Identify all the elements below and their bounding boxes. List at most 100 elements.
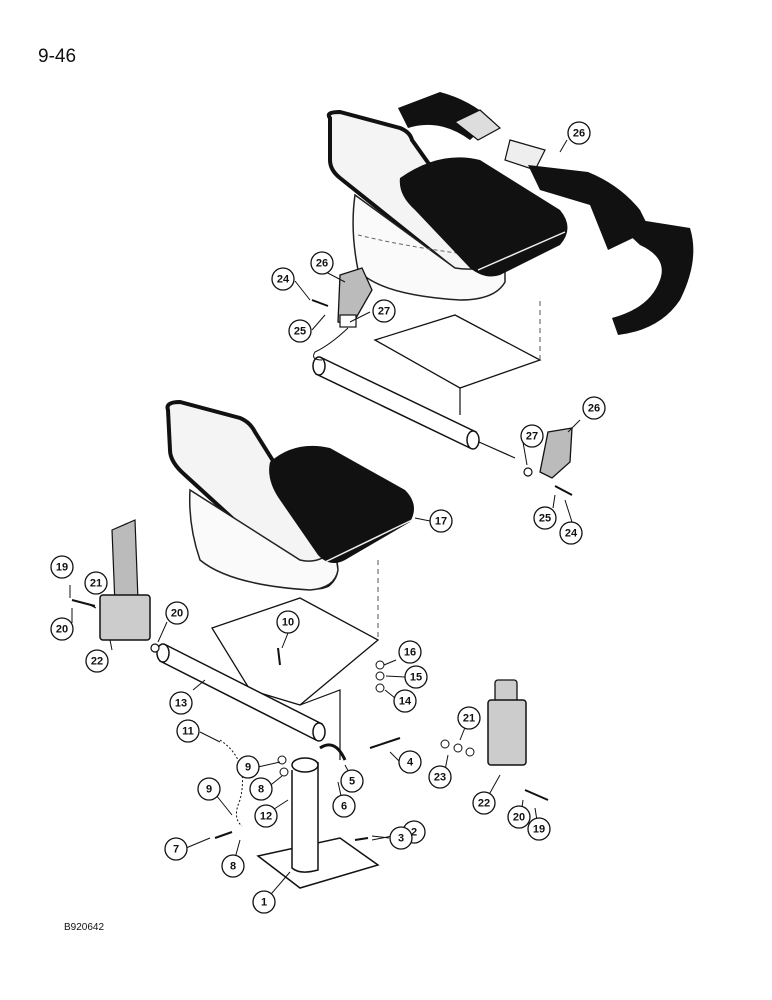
callout-20: 20: [165, 601, 189, 625]
hardware-bolts: [214, 647, 475, 841]
upper-tube: [312, 356, 516, 459]
callout-circle: [276, 610, 300, 634]
callout-label: 26: [588, 403, 600, 415]
callout-7: 7: [164, 837, 188, 861]
callout-group: 2626242725272625241719212020221016151413…: [50, 121, 606, 914]
callout-6: 6: [332, 794, 356, 818]
lower-tube: [156, 643, 326, 742]
callout-label: 24: [565, 528, 578, 540]
callout-label: 5: [349, 776, 355, 788]
callout-circle: [221, 854, 245, 878]
callout-circle: [428, 765, 452, 789]
callout-label: 20: [56, 624, 68, 636]
callout-17: 17: [429, 509, 453, 533]
drawing-code: B920642: [64, 922, 105, 933]
callout-24: 24: [271, 267, 295, 291]
callout-circle: [50, 555, 74, 579]
callout-circle: [252, 890, 276, 914]
callout-27: 27: [520, 424, 544, 448]
callout-circle: [398, 640, 422, 664]
callout-circle: [472, 791, 496, 815]
callout-13: 13: [169, 691, 193, 715]
callout-circle: [288, 319, 312, 343]
callout-circle: [254, 804, 278, 828]
callout-8: 8: [221, 854, 245, 878]
callout-25: 25: [533, 506, 557, 530]
callout-26: 26: [582, 396, 606, 420]
upper-mounting-plate: [373, 300, 542, 415]
callout-circle: [176, 719, 200, 743]
callout-circle: [533, 506, 557, 530]
callout-24: 24: [559, 521, 583, 545]
callout-circle: [372, 299, 396, 323]
callout-label: 9: [245, 762, 251, 774]
callout-circle: [164, 837, 188, 861]
callout-circle: [582, 396, 606, 420]
callout-label: 21: [463, 713, 475, 725]
callout-label: 15: [410, 672, 422, 684]
callout-21: 21: [84, 571, 108, 595]
callout-label: 6: [341, 801, 347, 813]
callout-circle: [165, 601, 189, 625]
callout-circle: [429, 509, 453, 533]
callout-label: 13: [175, 698, 187, 710]
callout-9: 9: [236, 755, 260, 779]
callout-10: 10: [276, 610, 300, 634]
callout-label: 20: [513, 812, 525, 824]
callout-circle: [398, 750, 422, 774]
callout-12: 12: [254, 804, 278, 828]
callout-circle: [520, 424, 544, 448]
callout-23: 23: [428, 765, 452, 789]
callout-label: 19: [533, 824, 545, 836]
callout-circle: [527, 817, 551, 841]
upper-right-belt-buckle: [523, 427, 573, 496]
callout-16: 16: [398, 640, 422, 664]
upper-seat-belt: [398, 92, 694, 335]
callout-label: 2: [411, 827, 417, 839]
pedestal: [256, 743, 380, 889]
callout-label: 22: [478, 798, 490, 810]
callout-label: 26: [316, 258, 328, 270]
callout-circle: [393, 689, 417, 713]
callout-circle: [457, 706, 481, 730]
callout-circle: [84, 571, 108, 595]
callout-label: 14: [399, 696, 412, 708]
callout-label: 12: [260, 811, 272, 823]
callout-label: 9: [206, 784, 212, 796]
callout-circle: [197, 777, 221, 801]
callout-27: 27: [372, 299, 396, 323]
callout-21: 21: [457, 706, 481, 730]
callout-label: 25: [539, 513, 551, 525]
callout-label: 20: [171, 608, 183, 620]
callout-label: 4: [407, 757, 414, 769]
callout-circle: [271, 267, 295, 291]
callout-label: 21: [90, 578, 102, 590]
callout-label: 23: [434, 772, 446, 784]
callout-circle: [404, 665, 428, 689]
callout-circle: [236, 755, 260, 779]
callout-circle: [249, 777, 273, 801]
callout-20: 20: [50, 617, 74, 641]
callout-label: 8: [230, 861, 236, 873]
callout-label: 25: [294, 326, 306, 338]
lower-seat-cushion: [269, 445, 414, 640]
callout-label: 26: [573, 128, 585, 140]
callout-19: 19: [50, 555, 74, 579]
callout-1: 1: [252, 890, 276, 914]
upper-seat-cushion: [399, 157, 568, 277]
callout-circle: [169, 691, 193, 715]
callout-label: 8: [258, 784, 264, 796]
callout-15: 15: [404, 665, 428, 689]
callout-26: 26: [310, 251, 334, 275]
callout-11: 11: [176, 719, 200, 743]
callout-22: 22: [85, 649, 109, 673]
callout-20: 20: [507, 805, 531, 829]
callout-3: 3: [389, 826, 413, 850]
callout-circle: [50, 617, 74, 641]
callout-label: 10: [282, 617, 294, 629]
lower-mounting-plate: [211, 597, 380, 760]
callout-label: 27: [526, 431, 538, 443]
upper-left-belt-buckle: [311, 267, 373, 361]
callout-circle: [389, 826, 413, 850]
